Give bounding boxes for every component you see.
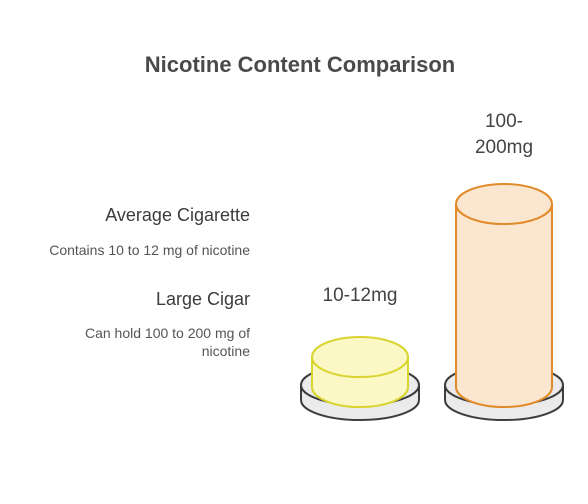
- cigarette-heading: Average Cigarette: [105, 205, 250, 225]
- cigarette-cylinder: [311, 336, 409, 408]
- diagram-title: Nicotine Content Comparison: [144, 52, 456, 77]
- cigar-value-label-line2: 200mg: [474, 137, 534, 158]
- cigar-cylinder: [455, 183, 553, 408]
- cigar-heading: Large Cigar: [155, 289, 250, 309]
- cigar-value-label-line1: 100-: [484, 111, 524, 132]
- cigarette-description: Contains 10 to 12 mg of nicotine: [49, 242, 250, 258]
- cigar-label-block: Large Cigar Can hold 100 to 200 mg of ni…: [85, 289, 250, 360]
- cigarette-value-label: 10-12mg: [322, 285, 398, 306]
- cigarette-label-block: Average Cigarette Contains 10 to 12 mg o…: [49, 205, 250, 259]
- cigar-description-line2: nicotine: [201, 343, 250, 359]
- cigar-description-line1: Can hold 100 to 200 mg of: [84, 325, 250, 341]
- cigar-value-label: 100- 200mg: [444, 109, 564, 161]
